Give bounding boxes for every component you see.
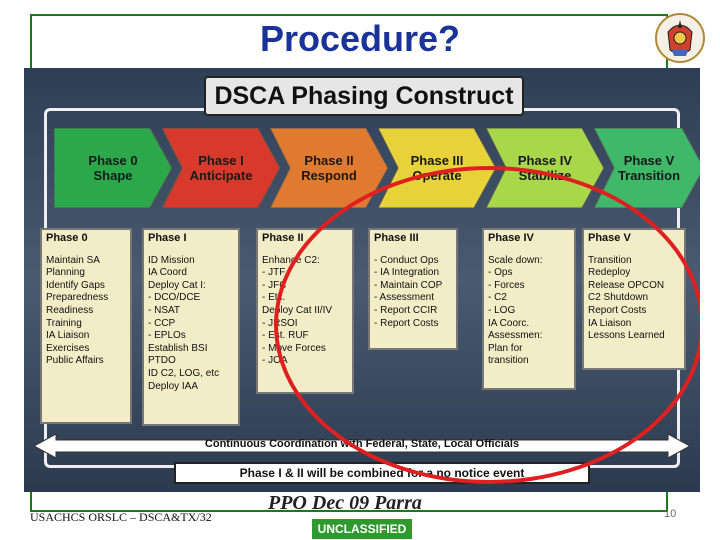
list-item: Deploy IAA	[148, 380, 199, 392]
phase-subname: Respond	[301, 168, 357, 183]
footer-course: USACHCS ORSLC – DSCA&TX/32	[30, 510, 212, 524]
list-item: Establish BSI	[148, 342, 208, 354]
column-heading: Phase II	[262, 232, 304, 244]
crest-logo-icon	[655, 13, 705, 63]
phase-name: Phase I	[198, 153, 244, 168]
phase-name: Phase V	[623, 153, 675, 168]
highlight-ring	[274, 166, 700, 484]
list-item: Training	[46, 317, 82, 329]
list-item: - JTF	[262, 267, 286, 279]
phase-column-1: Phase I ID Mission IA Coord Deploy Cat I…	[142, 228, 240, 426]
list-item: Preparedness	[46, 292, 109, 304]
column-heading: Phase I	[148, 232, 187, 244]
list-item: Identify Gaps	[46, 279, 105, 291]
phase-name: Phase III	[410, 153, 464, 168]
list-item: Readiness	[46, 304, 94, 316]
phase-subname: Shape	[93, 168, 133, 183]
list-item: - EPLOs	[148, 330, 186, 342]
list-item: Deploy Cat I:	[148, 279, 206, 291]
phase-name: Phase IV	[517, 153, 573, 168]
list-item: - JFC	[262, 279, 287, 291]
list-item: ID C2, LOG, etc	[148, 367, 220, 379]
list-item: - NSAT	[148, 304, 181, 316]
list-item: IA Liaison	[46, 330, 90, 342]
list-item: Exercises	[46, 342, 90, 354]
phase-column-0: Phase 0 Maintain SA Planning Identify Ga…	[40, 228, 132, 424]
list-item: Public Affairs	[46, 355, 104, 367]
phase-name: Phase 0	[88, 153, 138, 168]
phase-name: Phase II	[304, 153, 354, 168]
list-item: Enhance C2:	[262, 254, 320, 266]
list-item: - CCP	[148, 317, 176, 329]
list-item: - DCO/DCE	[148, 292, 201, 304]
list-item: - Etc.	[262, 292, 286, 304]
list-item: Maintain SA	[46, 254, 100, 266]
classification-badge: UNCLASSIFIED	[312, 519, 412, 539]
list-item: PTDO	[148, 355, 176, 367]
page-number: 10	[664, 508, 677, 520]
page-title: Procedure?	[259, 18, 461, 59]
list-item: IA Coord	[148, 267, 187, 279]
list-item: Planning	[46, 267, 85, 279]
phase-subname: Transition	[617, 168, 681, 183]
construct-header: DSCA Phasing Construct	[204, 76, 524, 116]
column-heading: Phase 0	[46, 232, 88, 244]
phase-subname: Anticipate	[189, 168, 253, 183]
footer-author: PPO Dec 09 Parra	[268, 492, 422, 514]
list-item: ID Mission	[148, 254, 195, 266]
list-item: - JOA	[262, 355, 288, 367]
